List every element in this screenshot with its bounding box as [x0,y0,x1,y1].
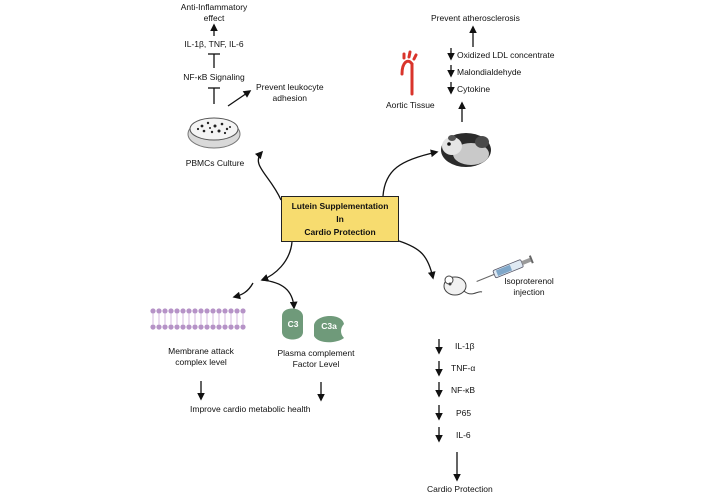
c3-protein-icon [282,308,303,340]
center-title-line3: Cardio Protection [304,226,376,237]
arrow-to-pbmcs [254,150,282,201]
center-title-line1: Lutein Supplementation [291,200,389,211]
aortic-tissue-label: Aortic Tissue [386,100,435,110]
c3-label: C3 [287,319,299,329]
arrow-to-isoproterenol [398,240,436,280]
cardio-metabolic-outcome: Improve cardio metabolic health [190,404,311,414]
prevent-atherosclerosis-label: Prevent atherosclerosis [431,13,520,23]
marker-p65: P65 [456,408,472,418]
rat-icon [443,275,483,296]
syringe-icon [476,255,534,282]
anti-inflammatory-label: Anti-Inflammatory effect [180,2,248,23]
membrane-attack-label: Membrane attack complex level [168,346,234,367]
cytokine-label: Cytokine [457,84,491,94]
center-title-line2: In [336,213,344,224]
arrow-to-guinea-pig [382,149,439,197]
petri-dish-icon [187,117,241,149]
pbmcs-culture-label: PBMCs Culture [185,158,245,168]
arrow-pbmc-leukocyte [227,90,252,107]
arrow-to-membrane [232,282,254,300]
marker-tnfa: TNF-α [451,363,476,373]
leukocyte-adhesion-label: Prevent leukocyte adhesion [256,82,324,103]
marker-il6: IL-6 [456,430,471,440]
aorta-icon [400,50,418,96]
c3a-protein-icon [314,315,344,343]
cardio-protection-outcome: Cardio Protection [427,484,493,494]
center-box: Lutein Supplementation In Cardio Protect… [281,196,399,242]
oxidized-ldl-label: Oxidized LDL concentrate [457,50,555,60]
c3a-label: C3a [321,321,337,331]
plasma-complement-label: Plasma complement Factor Level [277,348,355,369]
isoproterenol-label: Isoproterenol injection [504,276,554,297]
marker-nfkb: NF-κB [451,385,476,395]
malondialdehyde-label: Malondialdehyde [457,67,522,77]
membrane-icon [150,308,246,330]
nfkb-signaling-label: NF-κB Signaling [183,72,245,82]
arrow-to-complement [260,241,293,282]
guinea-pig-icon [441,133,491,167]
arrow-to-c3 [261,279,298,310]
marker-il1b: IL-1β [455,341,475,351]
cytokines-label: IL-1β, TNF, IL-6 [184,39,244,49]
